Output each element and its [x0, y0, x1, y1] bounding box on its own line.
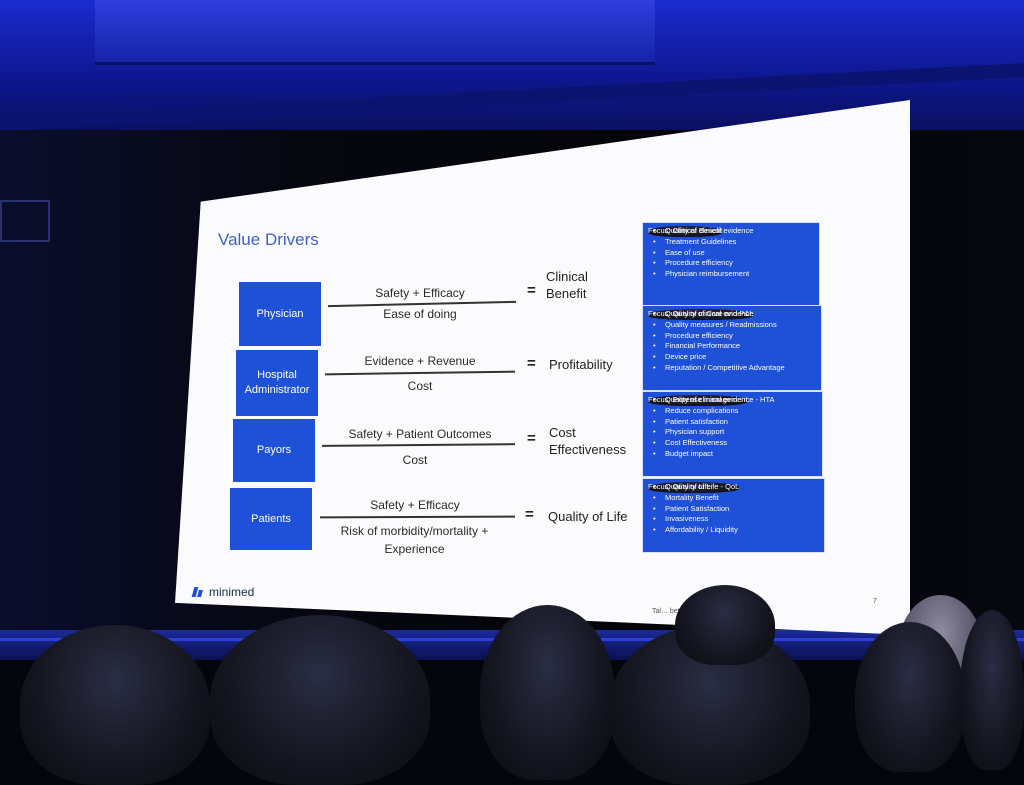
result-payors: Cost Effectiveness: [549, 425, 627, 457]
numerator-patients: Safety + Efficacy: [370, 498, 460, 512]
focus-box-quality-of-care: Focus: Quality of Care and P&L Quality o…: [642, 305, 822, 391]
focus-item: Physician reimbursement: [653, 269, 814, 280]
audience-head: [20, 625, 210, 785]
result-physician: Clinical Benefit: [546, 269, 588, 301]
focus-item: Reputation / Competitive Advantage: [653, 363, 816, 374]
denominator-patients: Risk of morbidity/mortality + Experience: [340, 524, 489, 556]
equals-hospital: =: [527, 355, 536, 372]
numerator-payors: Safety + Patient Outcomes: [348, 427, 492, 441]
fraction-line-payors: [321, 443, 516, 447]
focus-item: Ease of use: [653, 248, 814, 259]
denominator-hospital: Cost: [407, 379, 433, 393]
equals-patients: =: [525, 506, 534, 523]
equals-payors: =: [527, 430, 536, 447]
focus-item: Quality measures / Readmissions: [653, 320, 816, 331]
slide-content: Value Drivers Physician Safety + Efficac…: [0, 0, 1024, 768]
focus-item: Procedure efficiency: [653, 258, 814, 269]
lighting-truss: [0, 200, 50, 242]
focus-item: Quality of clinical evidence: [653, 226, 814, 237]
focus-item: Mortality Benefit: [653, 493, 819, 504]
slide-title: Value Drivers: [218, 230, 319, 249]
focus-item: Patient Satisfaction: [653, 504, 819, 515]
focus-item: Quality of Life: [653, 482, 819, 493]
audience-head: [855, 622, 965, 772]
focus-box-expense-management: Focus: Expense management Quality of cli…: [642, 391, 823, 477]
denominator-physician: Ease of doing: [383, 307, 457, 321]
focus-item: Reduce complications: [653, 406, 817, 417]
company-logo: minimed: [191, 585, 255, 599]
audience-head: [210, 615, 430, 785]
focus-item: Budget impact: [653, 449, 817, 460]
role-box-patients: Patients: [230, 488, 312, 550]
focus-item: Financial Performance: [653, 341, 816, 352]
role-box-hospital-administrator: Hospital Administrator: [236, 350, 318, 416]
focus-item: Quality of clinical evidence: [653, 309, 816, 320]
ceiling-panel: [95, 0, 655, 65]
focus-item: Cost Effectiveness: [653, 438, 817, 449]
numerator-hospital: Evidence + Revenue: [364, 354, 476, 368]
role-box-payors: Payors: [233, 419, 315, 482]
focus-item: Patient satisfaction: [653, 417, 817, 428]
logo-text: minimed: [209, 585, 255, 599]
focus-box-clinical-benefit: Focus: Clinical Benefit Quality of clini…: [642, 222, 820, 306]
logo-mark-icon: [191, 587, 205, 597]
fraction-line-patients: [319, 515, 516, 519]
fraction-line-hospital: [324, 370, 516, 376]
audience-head: [480, 605, 615, 780]
audience-head: [960, 610, 1024, 770]
denominator-payors: Cost: [402, 453, 428, 467]
numerator-physician: Safety + Efficacy: [375, 286, 465, 300]
role-box-physician: Physician: [239, 282, 321, 346]
focus-item: Affordability / Liquidity: [653, 525, 819, 536]
result-hospital: Profitability: [549, 357, 613, 372]
focus-item: Device price: [653, 352, 816, 363]
focus-item: Quality of clinical evidence - HTA: [653, 395, 817, 406]
focus-item: Invasiveness: [653, 514, 819, 525]
equals-physician: =: [527, 282, 536, 299]
audience-head: [675, 585, 775, 665]
focus-box-quality-of-life: Focus: Quality of Life - QoL Quality of …: [642, 478, 825, 553]
result-patients: Quality of Life: [548, 509, 628, 524]
slide-page-number: 7: [873, 598, 877, 605]
focus-item: Treatment Guidelines: [653, 237, 814, 248]
focus-item: Procedure efficiency: [653, 331, 816, 342]
focus-item: Physician support: [653, 427, 817, 438]
